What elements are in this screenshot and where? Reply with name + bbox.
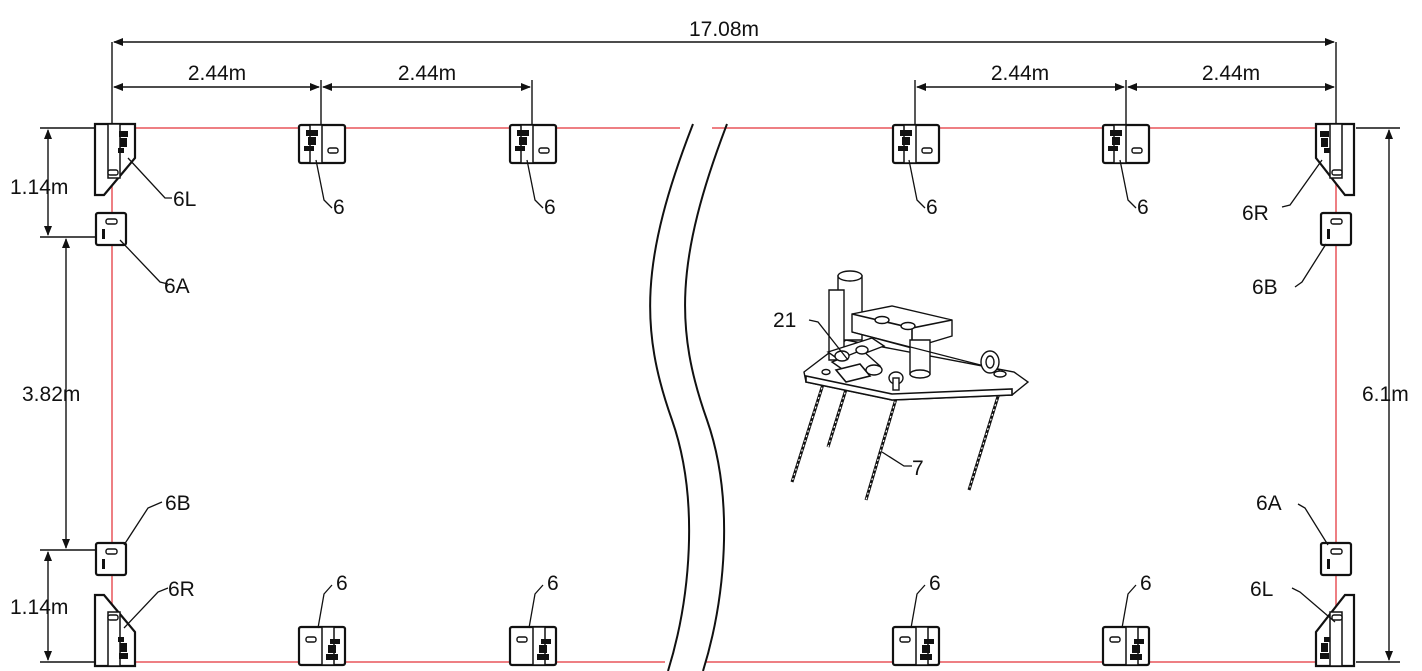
callout-bottom-bracket-3: 6 <box>910 572 941 629</box>
bottom-bracket-3 <box>891 625 941 667</box>
bottom-bracket-4 <box>1101 625 1151 667</box>
ratchet-mechanism <box>826 337 886 383</box>
label-bottom-bracket-2: 6 <box>547 572 559 595</box>
callout-bottom-bracket-4: 6 <box>1121 572 1152 629</box>
bay-left-2-text: 2.44m <box>398 62 456 85</box>
anchor-spikes <box>790 377 1002 501</box>
bottom-bracket-2 <box>508 625 558 667</box>
label-top-bracket-2: 6 <box>544 196 556 219</box>
top-left-corner-bracket <box>93 122 137 197</box>
top-bracket-1 <box>297 123 347 165</box>
top-right-corner-bracket <box>1314 122 1356 197</box>
end-offset-bottom-text: 1.14m <box>10 596 68 619</box>
label-right-upper-side: 6B <box>1252 276 1278 299</box>
callout-bottom-left-corner: 6R <box>123 578 195 629</box>
callout-top-bracket-2: 6 <box>526 159 556 219</box>
right-upper-side-plate <box>1319 211 1353 247</box>
label-right-lower-side: 6A <box>1256 492 1282 515</box>
callout-left-lower-side: 6B <box>123 492 191 546</box>
dimension-bays-left: 2.44m 2.44m <box>113 62 533 128</box>
callout-top-bracket-1: 6 <box>315 159 345 219</box>
callout-right-upper-side: 6B <box>1252 243 1327 299</box>
label-top-bracket-3: 6 <box>926 196 938 219</box>
bottom-left-corner-bracket <box>93 593 137 668</box>
dimension-overall-length: 17.08m <box>111 18 1337 128</box>
bottom-bracket-1 <box>297 625 347 667</box>
dimension-bays-right: 2.44m 2.44m <box>914 62 1335 128</box>
perimeter-outline <box>111 127 1337 663</box>
top-bracket-4 <box>1101 123 1151 165</box>
callout-left-upper-side: 6A <box>119 239 190 298</box>
label-anchor-detail-part: 21 <box>773 309 796 332</box>
callout-bottom-bracket-1: 6 <box>317 572 348 629</box>
label-bottom-bracket-3: 6 <box>929 572 941 595</box>
bay-right-2-text: 2.44m <box>1202 62 1260 85</box>
label-top-right-corner: 6R <box>1242 202 1269 225</box>
callout-top-right-corner: 6R <box>1242 159 1323 225</box>
end-span-middle-text: 3.82m <box>22 383 80 406</box>
callout-top-bracket-3: 6 <box>908 159 938 219</box>
label-top-left-corner: 6L <box>173 188 196 211</box>
callout-bottom-right-corner: 6L <box>1250 578 1336 623</box>
callout-top-bracket-4: 6 <box>1119 159 1149 219</box>
overall-width-text: 6.1m <box>1362 383 1409 406</box>
break-lines <box>649 123 728 671</box>
callout-anchor-detail-part: 21 <box>773 309 849 361</box>
callout-right-lower-side: 6A <box>1256 492 1329 546</box>
label-left-lower-side: 6B <box>165 492 191 515</box>
callout-anchor-spike-part: 7 <box>881 451 924 480</box>
label-bottom-left-corner: 6R <box>168 578 195 601</box>
end-offset-top-text: 1.14m <box>10 176 68 199</box>
bay-right-1-text: 2.44m <box>991 62 1049 85</box>
left-lower-side-plate <box>94 541 128 577</box>
label-left-upper-side: 6A <box>164 275 190 298</box>
left-upper-side-plate <box>94 211 128 247</box>
top-bracket-2 <box>508 123 558 165</box>
ground-anchor-illustration <box>790 270 1030 501</box>
callout-bottom-bracket-2: 6 <box>528 572 559 629</box>
right-lower-side-plate <box>1319 541 1353 577</box>
top-bracket-3 <box>891 123 941 165</box>
dimension-right-side: 6.1m <box>1356 127 1409 663</box>
bay-left-1-text: 2.44m <box>188 62 246 85</box>
label-bottom-right-corner: 6L <box>1250 578 1273 601</box>
label-top-bracket-4: 6 <box>1137 196 1149 219</box>
overall-length-text: 17.08m <box>689 18 759 41</box>
label-top-bracket-1: 6 <box>333 196 345 219</box>
callout-top-left-corner: 6L <box>127 157 196 211</box>
label-anchor-spike-part: 7 <box>912 457 924 480</box>
bottom-right-corner-bracket <box>1314 593 1356 668</box>
dimension-left-side: 1.14m 3.82m 1.14m <box>10 127 100 663</box>
label-bottom-bracket-4: 6 <box>1140 572 1152 595</box>
label-bottom-bracket-1: 6 <box>336 572 348 595</box>
